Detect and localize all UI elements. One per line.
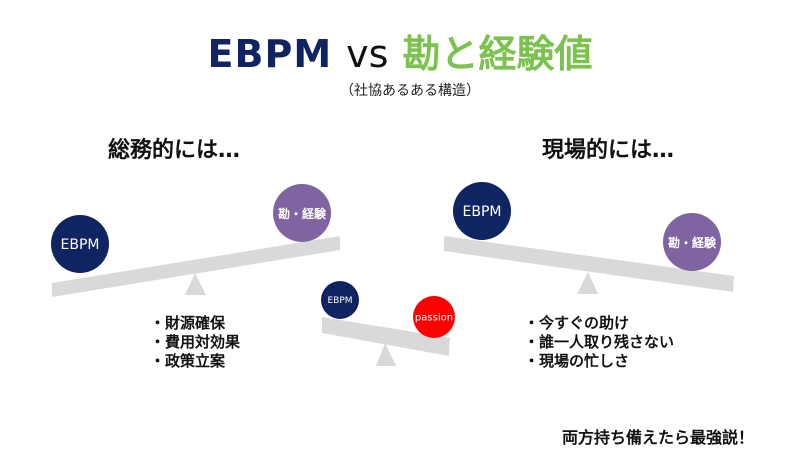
right-fulcrum (577, 272, 598, 294)
conclusion-text: 両方持ち備えたら最強説！ (562, 428, 755, 447)
right-experience-label: 勘・経験 (668, 235, 717, 250)
title-vs: vs (346, 32, 389, 76)
right-ebpm-ball (453, 182, 511, 240)
right-beam (444, 236, 734, 292)
list-item: ・財源確保 (150, 314, 226, 332)
right-experience-ball (663, 213, 721, 271)
right-heading: 現場的には… (542, 138, 675, 163)
center-fulcrum (376, 343, 396, 366)
center-passion-ball (413, 296, 455, 338)
center-passion-label: passion (415, 313, 453, 324)
left-ebpm-ball (51, 215, 109, 273)
left-experience-ball (273, 184, 331, 242)
center-beam (322, 317, 450, 356)
left-fulcrum (185, 273, 206, 295)
title-ebpm: EBPM (207, 32, 333, 76)
right-seesaw: EBPM 勘・経験 (444, 182, 734, 294)
left-experience-label: 勘・経験 (278, 206, 327, 221)
right-list: ・今すぐの助け ・誰一人取り残さない ・現場の忙しさ (524, 314, 674, 371)
list-item: ・今すぐの助け (524, 314, 630, 332)
center-ebpm-label: EBPM (327, 296, 352, 306)
center-seesaw: EBPM passion (321, 281, 455, 366)
left-beam (52, 236, 340, 297)
list-item: ・費用対効果 (150, 333, 241, 351)
right-ebpm-label: EBPM (463, 204, 502, 220)
left-ebpm-label: EBPM (61, 237, 100, 253)
title-intuition-experience: 勘と経験値 (402, 32, 593, 76)
list-item: ・誰一人取り残さない (524, 333, 675, 351)
left-seesaw: EBPM 勘・経験 (51, 184, 340, 297)
list-item: ・現場の忙しさ (524, 352, 630, 370)
list-item: ・政策立案 (150, 352, 226, 370)
center-ebpm-ball (321, 281, 359, 319)
page-subtitle: （社協あるある構造） (340, 83, 480, 99)
page-title: EBPM vs 勘と経験値 (0, 30, 800, 78)
left-heading: 総務的には… (108, 138, 241, 163)
left-list: ・財源確保 ・費用対効果 ・政策立案 (150, 314, 240, 371)
